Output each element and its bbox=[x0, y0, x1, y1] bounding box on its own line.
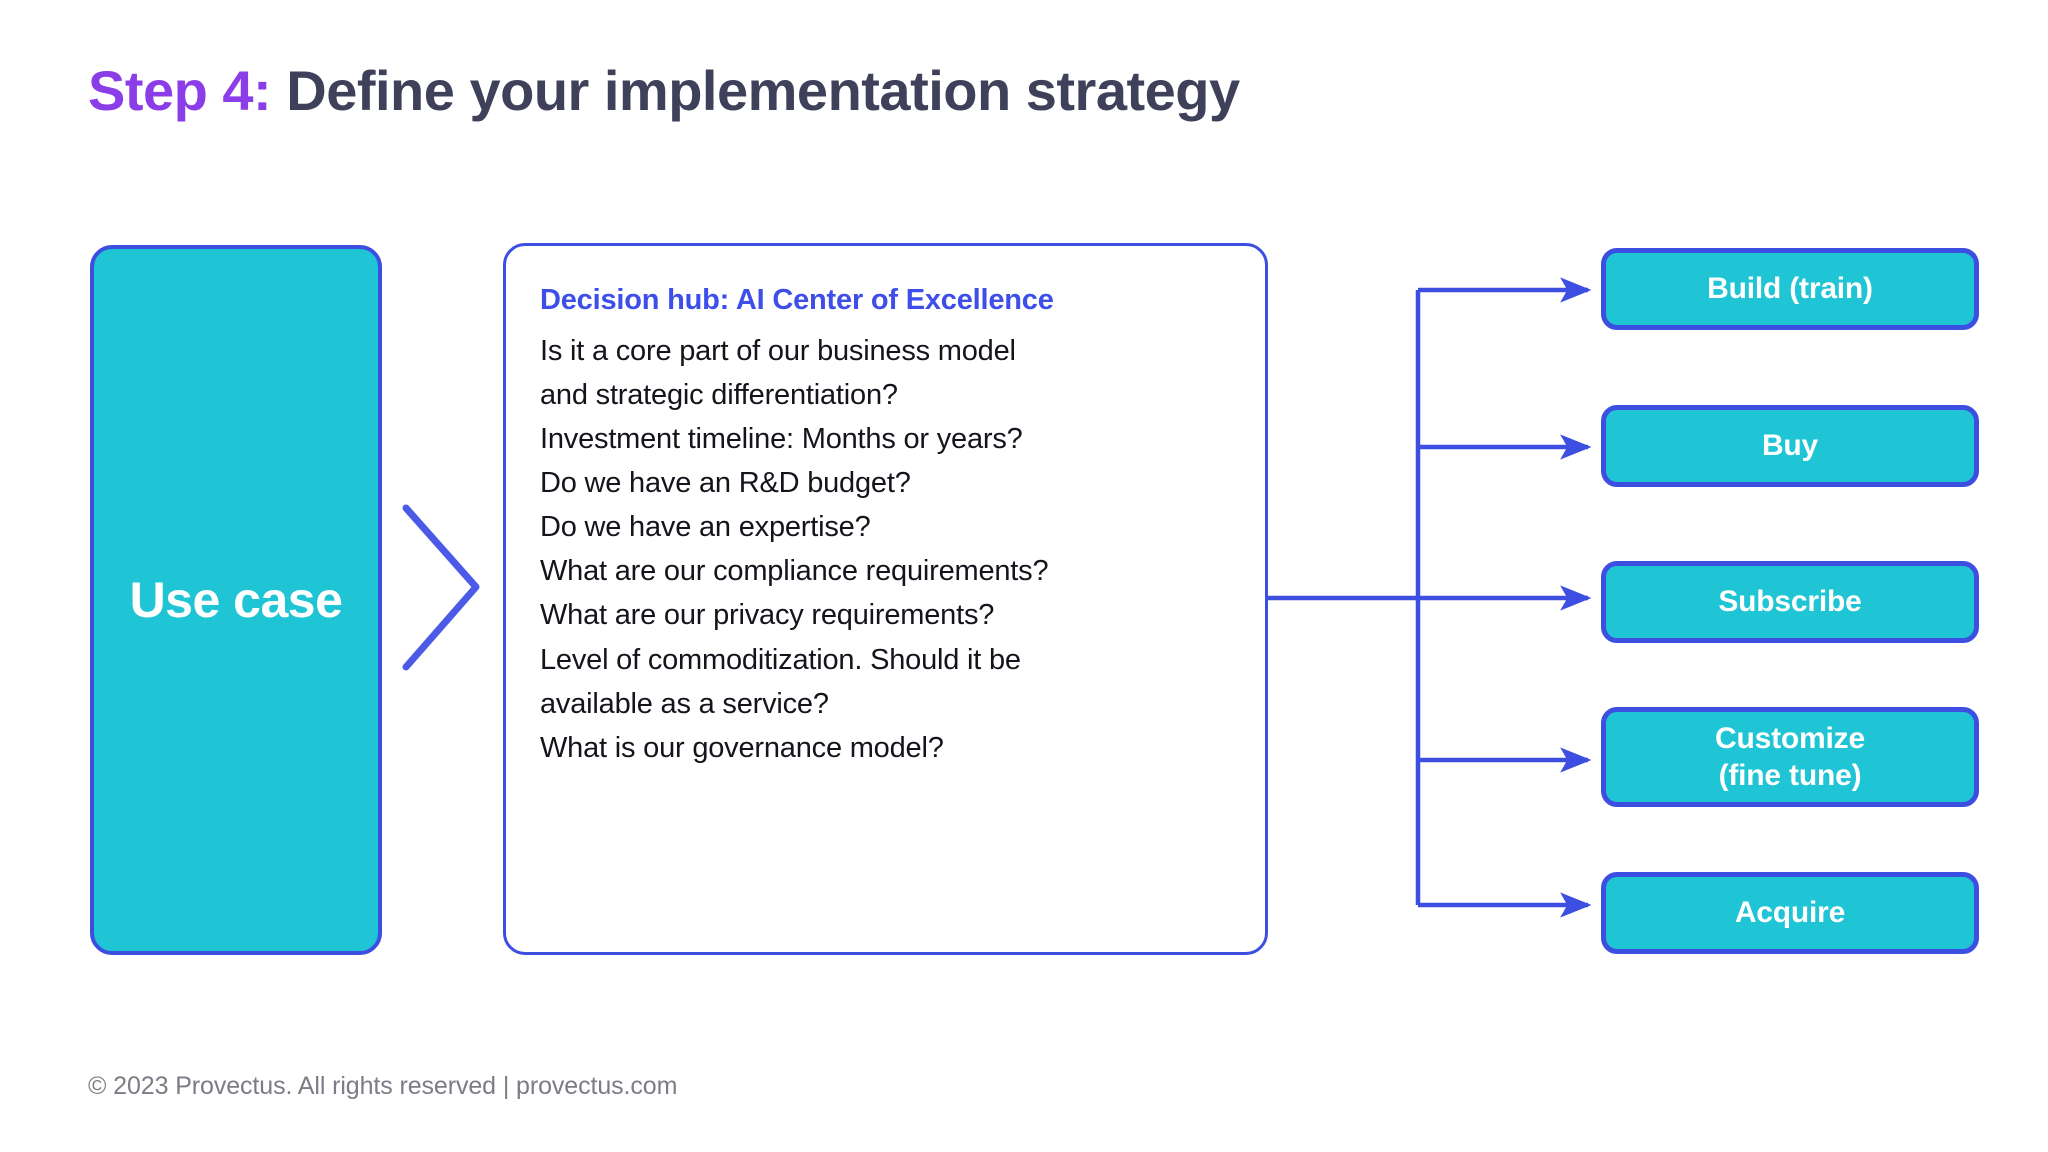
title-rest-label: Define your implementation strategy bbox=[271, 59, 1240, 122]
decision-hub-question-list: Is it a core part of our business model … bbox=[540, 329, 1231, 770]
use-case-box[interactable]: Use case bbox=[90, 245, 382, 955]
list-item: and strategic differentiation? bbox=[540, 379, 898, 412]
option-label: Customize (fine tune) bbox=[1715, 721, 1865, 793]
decision-hub-heading: Decision hub: AI Center of Excellence bbox=[540, 284, 1054, 316]
option-label: Subscribe bbox=[1718, 585, 1862, 619]
option-box-buy[interactable]: Buy bbox=[1601, 405, 1979, 487]
list-item: Do we have an R&D budget? bbox=[540, 467, 911, 500]
use-case-label: Use case bbox=[129, 571, 343, 628]
option-label: Buy bbox=[1761, 429, 1819, 463]
option-label: Acquire bbox=[1734, 896, 1846, 930]
option-label: Build (train) bbox=[1707, 272, 1873, 306]
list-item: What are our privacy requirements? bbox=[540, 599, 995, 632]
list-item: What are our compliance requirements? bbox=[540, 555, 1049, 588]
list-item: Is it a core part of our business model bbox=[540, 335, 1016, 367]
list-item: Level of commoditization. Should it be bbox=[540, 643, 1021, 676]
list-item: Investment timeline: Months or years? bbox=[540, 423, 1023, 456]
decision-hub-box[interactable]: Decision hub: AI Center of Excellence Is… bbox=[503, 243, 1268, 955]
page-title: Step 4: Define your implementation strat… bbox=[88, 58, 1240, 123]
chevron-right-icon bbox=[402, 504, 480, 671]
option-box-customize[interactable]: Customize (fine tune) bbox=[1601, 707, 1979, 807]
option-box-build[interactable]: Build (train) bbox=[1601, 248, 1979, 330]
option-box-acquire[interactable]: Acquire bbox=[1601, 872, 1979, 954]
title-step-label: Step 4: bbox=[88, 59, 272, 122]
list-item: available as a service? bbox=[540, 687, 829, 720]
footer-copyright: © 2023 Provectus. All rights reserved | … bbox=[88, 1072, 678, 1100]
list-item: What is our governance model? bbox=[540, 731, 944, 764]
option-box-subscribe[interactable]: Subscribe bbox=[1601, 561, 1979, 643]
list-item: Do we have an expertise? bbox=[540, 511, 871, 544]
